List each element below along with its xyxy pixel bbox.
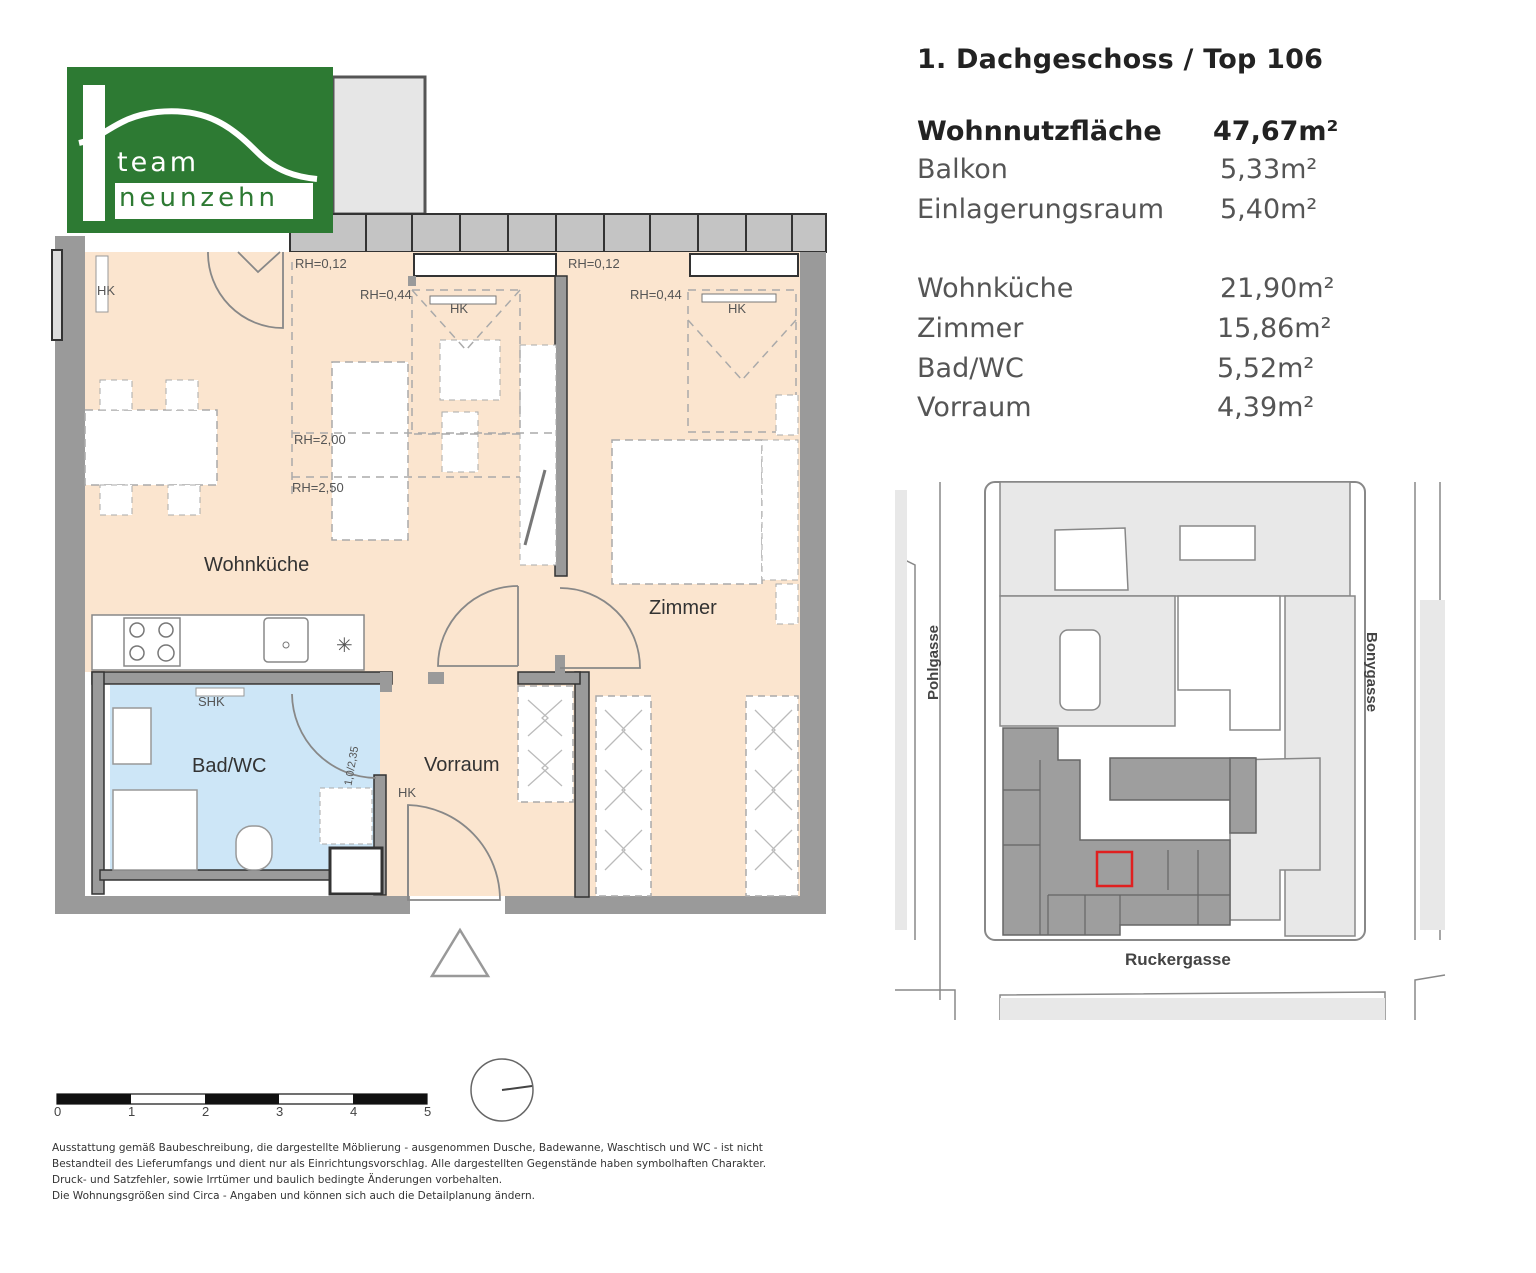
room-label-wohnkueche: Wohnküche — [204, 554, 310, 576]
room-height-label: RH=0,12 — [568, 256, 620, 271]
scale-tick-2: 2 — [202, 1104, 210, 1119]
wall-between-rooms — [554, 275, 568, 577]
scale-tick-0: 0 — [54, 1104, 62, 1119]
area-row-bad: Bad/WC 5,52m² — [917, 353, 1315, 384]
area-row-balkon: Balkon 5,33m² — [917, 154, 1318, 185]
logo-text-neunzehn: neunzehn — [119, 183, 280, 213]
room-label-vorraum: Vorraum — [424, 754, 500, 776]
north-arrow-compass — [470, 1058, 534, 1122]
entrance-marker — [429, 927, 491, 978]
street-label-ruckergasse: Ruckergasse — [1125, 950, 1231, 969]
room-height-label: RH=0,44 — [630, 287, 682, 302]
scale-bar-graphic — [56, 1093, 428, 1105]
bed — [611, 439, 763, 585]
area-row-wohnnutzflaeche: Wohnnutzfläche 47,67m² — [917, 116, 1339, 147]
svg-text:✳: ✳ — [336, 633, 353, 657]
room-height-label: RH=2,50 — [292, 480, 344, 495]
radiator-label: HK — [97, 283, 116, 298]
street-label-pohlgasse: Pohlgasse — [925, 624, 942, 700]
room-label-bad: Bad/WC — [192, 755, 267, 777]
logo-curve-icon — [78, 108, 318, 182]
logo-text-box: neunzehn — [115, 183, 313, 219]
area-row-einlagerungsraum: Einlagerungsraum 5,40m² — [917, 194, 1318, 225]
kitchen-sink — [263, 617, 309, 663]
scale-tick-3: 3 — [276, 1104, 284, 1119]
outer-wall-bottom-left — [55, 896, 410, 914]
washbasin — [112, 707, 152, 765]
site-map-graphic — [895, 480, 1446, 1020]
shower — [112, 789, 198, 871]
unit-location-highlight — [1095, 850, 1134, 888]
balcony-storage-block — [331, 75, 427, 216]
area-row-wohnkueche: Wohnküche 21,90m² — [917, 273, 1335, 304]
wardrobe-zimmer-right — [745, 695, 799, 897]
area-row-vorraum: Vorraum 4,39m² — [917, 392, 1315, 423]
scale-tick-1: 1 — [128, 1104, 136, 1119]
radiator-label: HK — [398, 785, 417, 800]
outer-wall-right — [800, 252, 826, 914]
room-height-label: RH=0,12 — [295, 256, 347, 271]
unit-title: 1. Dachgeschoss / Top 106 — [917, 44, 1324, 75]
wardrobe-vorraum — [517, 685, 574, 803]
outer-wall-left — [55, 236, 85, 914]
room-label-zimmer: Zimmer — [649, 597, 717, 619]
outer-wall-bottom-right — [505, 896, 825, 914]
balcony-strip — [289, 213, 827, 253]
team-neunzehn-logo: team neunzehn — [67, 67, 333, 233]
scale-tick-5: 5 — [424, 1104, 432, 1119]
logo-bar-icon — [83, 85, 105, 221]
wall-vorraum-zimmer — [574, 671, 590, 898]
towel-radiator-label: SHK — [198, 694, 225, 709]
stove — [123, 617, 181, 667]
toilet — [235, 825, 273, 871]
radiator-label: HK — [728, 301, 747, 316]
area-row-zimmer: Zimmer 15,86m² — [917, 313, 1332, 344]
room-height-label: RH=2,00 — [294, 432, 346, 447]
room-height-label: RH=0,44 — [360, 287, 412, 302]
logo-text-team: team — [117, 147, 200, 178]
radiator-label: HK — [450, 301, 469, 316]
scale-tick-4: 4 — [350, 1104, 358, 1119]
wardrobe-zimmer-left — [595, 695, 652, 897]
dining-table — [84, 409, 218, 486]
street-label-bonygasse: Bonygasse — [1363, 632, 1380, 713]
disclaimer-text: Ausstattung gemäß Baubeschreibung, die d… — [52, 1142, 767, 1202]
wall-kitchen-bath — [91, 671, 393, 685]
